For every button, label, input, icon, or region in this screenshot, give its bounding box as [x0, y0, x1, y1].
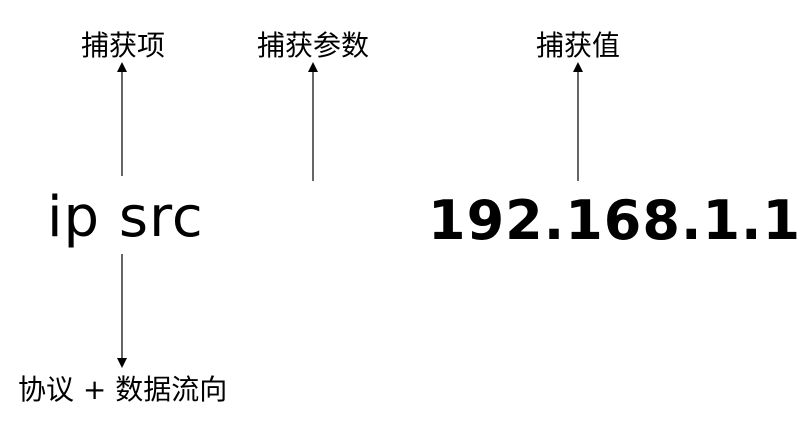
expression-value-text: 192.168.1.1: [428, 189, 801, 252]
expression-field-text: ip src: [47, 185, 204, 250]
capture-value-label: 捕获值: [535, 29, 621, 62]
arrows-layer: [117, 62, 583, 368]
capture-item-label: 捕获项: [80, 29, 166, 62]
capture-param-label: 捕获参数: [256, 29, 370, 62]
diagram-canvas: 捕获项 捕获参数 捕获值 ip src 192.168.1.1 协议 + 数据流…: [18, 29, 800, 406]
protocol-direction-label: 协议 + 数据流向: [18, 373, 228, 406]
